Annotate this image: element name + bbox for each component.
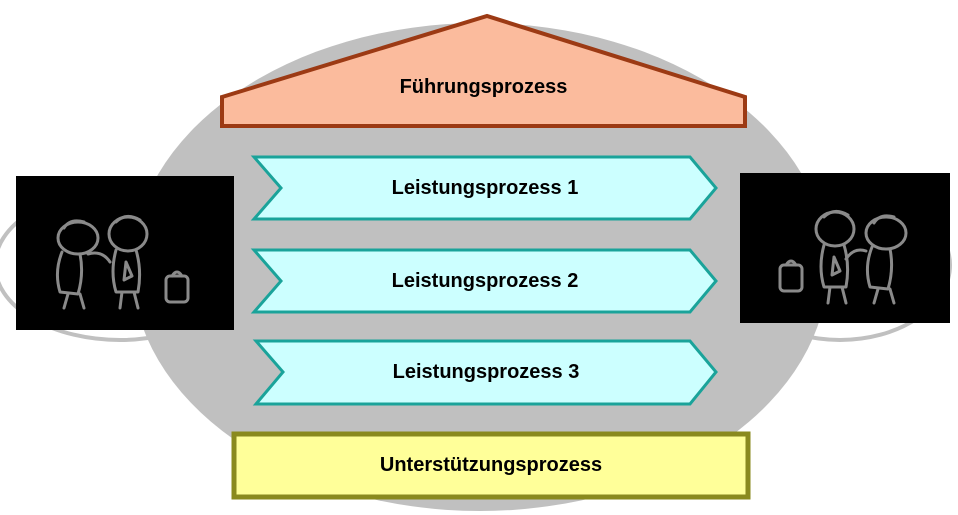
support-bar [231,431,751,500]
left-people-clipart [16,176,234,330]
header-roof-shape [220,13,747,128]
process-chevron-1 [250,155,718,221]
people-clipart-icon [778,210,908,305]
header-label: Führungsprozess [399,76,568,98]
process-chevron-3 [252,339,718,406]
right-people-clipart [740,173,950,323]
process-label-1: Leistungsprozess 1 [391,177,579,199]
support-label: Unterstützungsprozess [379,454,603,476]
process-label-3: Leistungsprozess 3 [392,361,580,383]
process-label-2: Leistungsprozess 2 [391,270,579,292]
people-clipart-icon [55,215,190,310]
process-chevron-2 [250,248,718,314]
